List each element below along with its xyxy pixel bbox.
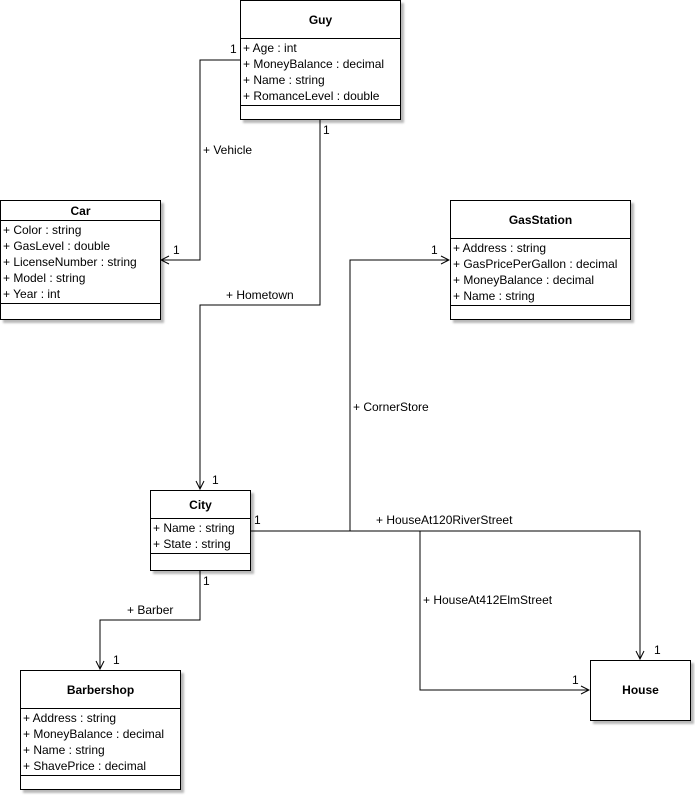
hometown-target-multiplicity: 1 [212, 473, 219, 487]
vehicle-source-multiplicity: 1 [230, 42, 237, 56]
vehicle-line [161, 59, 240, 260]
attribute: + Year : int [3, 287, 61, 301]
house120-line [251, 530, 640, 659]
cornerstore-target-multiplicity: 1 [431, 243, 438, 257]
attribute: + ShavePrice : decimal [23, 759, 147, 773]
hometown-label: + Hometown [226, 288, 294, 302]
class-car-name: Car [1, 201, 160, 221]
class-guy-attributes: + Age : int + MoneyBalance : decimal + N… [241, 39, 400, 106]
class-car-attributes: + Color : string + GasLevel : double + L… [1, 221, 160, 304]
attribute: + Address : string [453, 241, 547, 255]
barber-line [100, 571, 201, 669]
class-guy[interactable]: Guy + Age : int + MoneyBalance : decimal… [240, 0, 401, 120]
barber-source-multiplicity: 1 [203, 574, 210, 588]
attribute: + Name : string [23, 743, 105, 757]
hometown-line [200, 120, 321, 489]
class-city-attributes: + Name : string + State : string [151, 519, 250, 554]
class-barbershop[interactable]: Barbershop + Address : string + MoneyBal… [20, 670, 181, 790]
house412-target-multiplicity: 1 [572, 673, 579, 687]
class-gasstation-name: GasStation [451, 201, 630, 239]
class-house[interactable]: House [590, 660, 691, 721]
attribute: + GasPricePerGallon : decimal [453, 257, 618, 271]
attribute: + State : string [153, 537, 231, 551]
attribute: + MoneyBalance : decimal [243, 57, 385, 71]
class-barbershop-attributes: + Address : string + MoneyBalance : deci… [21, 709, 180, 776]
cornerstore-label: + CornerStore [353, 400, 429, 414]
house120-target-multiplicity: 1 [654, 643, 661, 657]
attribute: + Name : string [453, 289, 535, 303]
attribute: + Age : int [243, 41, 297, 55]
attribute: + LicenseNumber : string [3, 255, 137, 269]
attribute: + MoneyBalance : decimal [23, 727, 165, 741]
class-guy-name: Guy [241, 1, 400, 39]
barber-label: + Barber [127, 603, 174, 617]
barber-target-multiplicity: 1 [113, 653, 120, 667]
attribute: + Color : string [3, 223, 82, 237]
attribute: + Model : string [3, 271, 86, 285]
class-gasstation[interactable]: GasStation + Address : string + GasPrice… [450, 200, 631, 320]
attribute: + GasLevel : double [3, 239, 111, 253]
vehicle-label: + Vehicle [203, 143, 253, 157]
class-car[interactable]: Car + Color : string + GasLevel : double… [0, 200, 161, 320]
class-city-name: City [151, 491, 250, 519]
attribute: + Address : string [23, 711, 117, 725]
class-city[interactable]: City + Name : string + State : string [150, 490, 251, 571]
hometown-source-multiplicity: 1 [323, 123, 330, 137]
class-house-name: House [622, 683, 659, 697]
cornerstore-line [349, 260, 449, 531]
attribute: + Name : string [153, 521, 235, 535]
class-barbershop-name: Barbershop [21, 671, 180, 709]
class-gasstation-attributes: + Address : string + GasPricePerGallon :… [451, 239, 630, 306]
vehicle-target-multiplicity: 1 [173, 243, 180, 257]
cornerstore-source-multiplicity: 1 [254, 513, 261, 527]
house412-line [419, 531, 589, 690]
house412-label: + HouseAt412ElmStreet [423, 593, 553, 607]
house120-label: + HouseAt120RiverStreet [376, 513, 513, 527]
attribute: + Name : string [243, 73, 325, 87]
attribute: + RomanceLevel : double [243, 89, 380, 103]
attribute: + MoneyBalance : decimal [453, 273, 595, 287]
